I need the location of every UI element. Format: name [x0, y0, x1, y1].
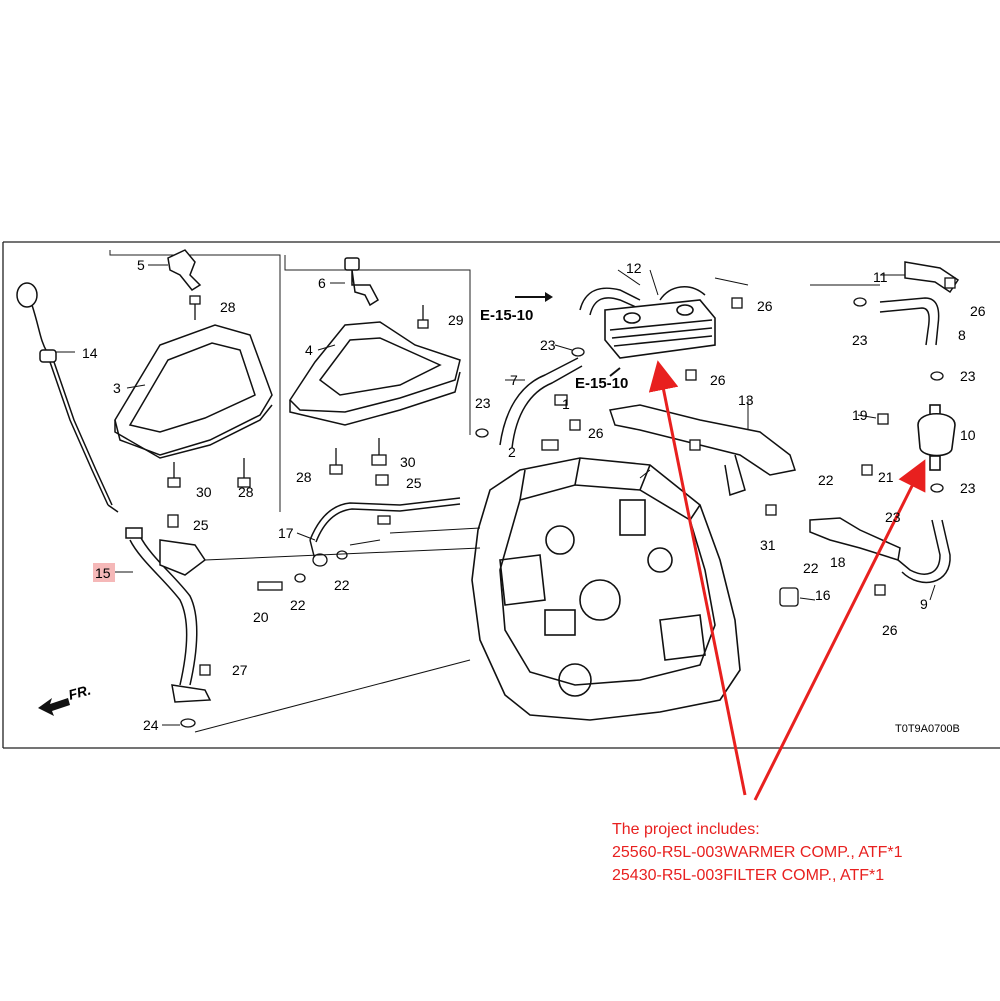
included-parts-note: The project includes: 25560-R5L-003WARME… [612, 818, 982, 887]
callout-24: 24 [143, 717, 159, 733]
diagram-code: T0T9A0700B [895, 723, 960, 735]
callout-29: 29 [448, 312, 464, 328]
callout-23-c: 23 [852, 332, 868, 348]
annotation-arrow-warmer [648, 360, 747, 796]
callout-6: 6 [318, 275, 326, 291]
callout-3: 3 [113, 380, 121, 396]
bolts-group-1 [167, 295, 251, 488]
hoses [125, 286, 951, 703]
callout-15: 15 [95, 565, 111, 581]
callout-16: 16 [815, 587, 831, 603]
callout-25-b: 25 [193, 517, 209, 533]
highlight-15 [93, 563, 115, 582]
callout-26-e: 26 [882, 622, 898, 638]
bracket-part-4 [289, 321, 461, 426]
callout-30-a: 30 [196, 484, 212, 500]
callout-12: 12 [626, 260, 642, 276]
clip-part-6 [344, 257, 379, 307]
callout-14: 14 [82, 345, 98, 361]
callout-20: 20 [253, 609, 269, 625]
callout-28-a: 28 [220, 299, 236, 315]
atf-warmer-part-12 [604, 299, 716, 359]
small-parts [167, 277, 956, 728]
callout-11: 11 [873, 269, 888, 285]
leader-lines [55, 264, 936, 733]
callout-23-d: 23 [960, 368, 976, 384]
callout-8: 8 [958, 327, 966, 343]
group-box-2-border [284, 255, 471, 435]
annotation-arrow-filter [753, 459, 926, 801]
note-heading: The project includes: [612, 821, 760, 838]
bracket-part-18 [809, 517, 901, 561]
front-direction-arrow-icon [38, 698, 70, 716]
note-line-filter: 25430-R5L-003FILTER COMP., ATF*1 [612, 867, 885, 884]
callout-26-c: 26 [588, 425, 604, 441]
ref-label-e-15-10-a: E-15-10 [480, 307, 533, 324]
callout-23-e: 23 [960, 480, 976, 496]
atf-filter-part-10 [917, 404, 956, 471]
bolts-group-2 [329, 305, 429, 475]
callout-23-a: 23 [475, 395, 491, 411]
callout-7: 7 [510, 372, 518, 388]
callout-21: 21 [878, 469, 894, 485]
group-box-1-border [109, 250, 281, 512]
callout-18: 18 [830, 554, 846, 570]
callout-25-a: 25 [406, 475, 422, 491]
callout-17: 17 [278, 525, 294, 541]
note-line-warmer: 25560-R5L-003WARMER COMP., ATF*1 [612, 844, 903, 861]
callout-9: 9 [920, 596, 928, 612]
callout-1: 1 [562, 396, 570, 412]
callout-23-b: 23 [540, 337, 556, 353]
callout-26-b: 26 [710, 372, 726, 388]
callout-13: 13 [738, 392, 754, 408]
ref-label-e-15-10-b: E-15-10 [575, 375, 628, 392]
transmission-housing [471, 457, 741, 721]
callout-10: 10 [960, 427, 976, 443]
callout-28-c: 28 [296, 469, 312, 485]
bracket-part-5 [167, 249, 202, 291]
callout-26-a: 26 [757, 298, 773, 314]
cover-part-3 [114, 324, 273, 459]
ref-arrow-2 [609, 367, 621, 377]
bracket-part-13 [609, 404, 796, 496]
callout-31: 31 [760, 537, 776, 553]
callout-5: 5 [137, 257, 145, 273]
callout-22-b: 22 [803, 560, 819, 576]
callout-23-f: 23 [885, 509, 901, 525]
callout-4: 4 [305, 342, 313, 358]
callout-22-d: 22 [334, 577, 350, 593]
callout-labels: 5 28 3 14 30 28 6 29 4 28 30 25 23 12 26… [82, 257, 986, 733]
callout-27: 27 [232, 662, 248, 678]
ref-arrow-1-head [545, 292, 553, 302]
callout-28-b: 28 [238, 484, 254, 500]
callout-2: 2 [508, 444, 516, 460]
front-direction-label: FR. [67, 682, 93, 703]
callout-22-c: 22 [290, 597, 306, 613]
callout-19: 19 [852, 407, 868, 423]
callout-26-d: 26 [970, 303, 986, 319]
dipstick-part [16, 282, 119, 513]
callout-30-b: 30 [400, 454, 416, 470]
callout-22-a: 22 [818, 472, 834, 488]
